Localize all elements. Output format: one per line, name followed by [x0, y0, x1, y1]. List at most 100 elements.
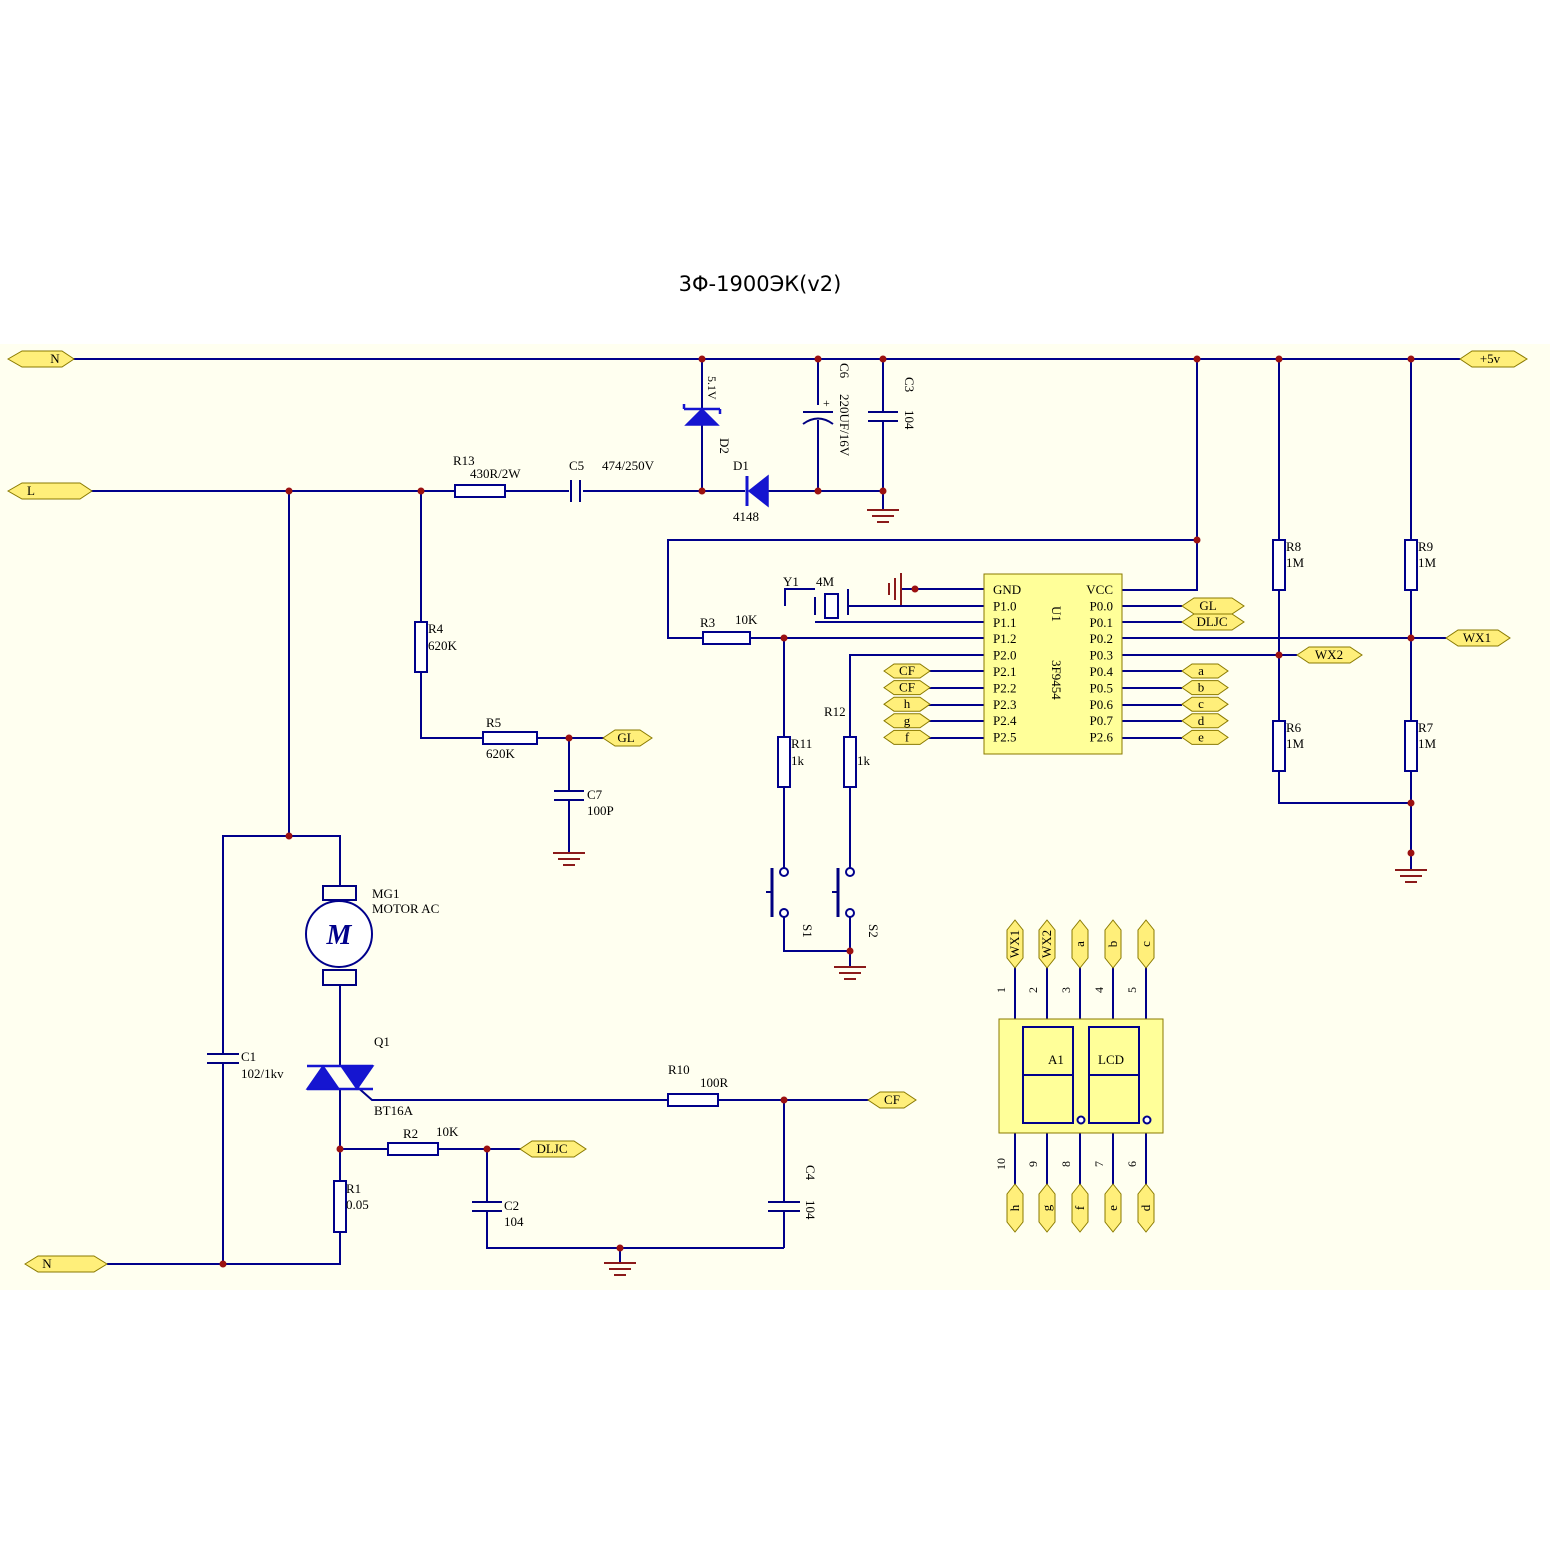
capacitor-c2: C2 104 [472, 1198, 524, 1229]
port-n-top: N [6, 350, 75, 368]
r11-ref: R11 [791, 736, 812, 751]
s1-ref: S1 [800, 924, 815, 938]
lcd-pin-number: 7 [1092, 1161, 1106, 1167]
r6-value: 1M [1286, 736, 1305, 751]
r2-ref: R2 [403, 1126, 418, 1141]
lcd-pin-number: 3 [1059, 987, 1073, 993]
port-n-bottom: N [24, 1255, 108, 1273]
r9-value: 1M [1418, 555, 1437, 570]
u1-pin-label: P0.6 [1090, 697, 1114, 712]
port-lcd-top: a [1071, 919, 1089, 969]
port-dljc-r2: DLJC [519, 1140, 587, 1158]
c6-ref: C6 [837, 363, 852, 379]
resistor-r9: R9 1M [1404, 539, 1437, 591]
u1-pin-label: P2.1 [993, 664, 1016, 679]
r7-ref: R7 [1418, 720, 1434, 735]
port-n-bottom-label: N [42, 1256, 52, 1271]
port-u1-left: CF [883, 663, 931, 679]
junction-dots [219, 355, 1415, 1268]
resistor-r5: R5 620K [482, 715, 538, 761]
c6-polarity: + [823, 396, 830, 410]
mg1-ref: MG1 [372, 886, 399, 901]
ground-icon [1395, 869, 1427, 883]
port-cf-r10-label: CF [884, 1092, 900, 1107]
q1-ref: Q1 [374, 1034, 390, 1049]
port-u1-left-label: CF [899, 680, 915, 695]
port-u1-right-label: e [1198, 729, 1204, 744]
u1-pin-label: P0.4 [1090, 664, 1114, 679]
port-n-top-label: N [50, 351, 60, 366]
port-u1-right: c [1181, 696, 1229, 712]
port-u1-left: h [883, 696, 931, 712]
port-lcd-top-label: b [1105, 941, 1120, 948]
port-l-label: L [27, 483, 35, 498]
resistor-r13: R13 430R/2W [453, 453, 521, 498]
d1-value: 4148 [733, 509, 759, 524]
capacitor-c4: C4 104 [768, 1165, 818, 1220]
port-wx1-label: WX1 [1463, 630, 1491, 645]
port-u1-left-label: CF [899, 663, 915, 678]
u1-pin-label: P0.0 [1090, 598, 1113, 613]
u1-pin-label: P2.0 [993, 648, 1016, 663]
port-lcd-top: WX1 [1006, 919, 1024, 969]
r11-value: 1k [791, 753, 805, 768]
r7-value: 1M [1418, 736, 1437, 751]
port-u1-left: g [883, 713, 931, 729]
triac-q1: Q1 BT16A [305, 1034, 414, 1118]
r10-ref: R10 [668, 1062, 690, 1077]
resistor-r6: R6 1M [1272, 720, 1305, 772]
c3-ref: C3 [902, 377, 917, 392]
lcd-pin-number: 2 [1026, 987, 1040, 993]
resistor-r12: R12 1k [824, 704, 871, 788]
c7-value: 100P [587, 803, 614, 818]
ground-icon [553, 852, 585, 866]
r9-ref: R9 [1418, 539, 1433, 554]
ground-icon [604, 1262, 636, 1276]
port-u1-left-label: h [904, 696, 911, 711]
u1-pin-label: P0.5 [1090, 680, 1113, 695]
port-gl-u1: GL [1181, 597, 1245, 615]
port-cf-r10: CF [867, 1091, 917, 1109]
capacitor-c7: C7 100P [554, 787, 614, 818]
c5-ref: C5 [569, 458, 584, 473]
port-lcd-bottom-label: h [1007, 1204, 1022, 1211]
lcd-pin-number: 5 [1125, 987, 1139, 993]
c7-ref: C7 [587, 787, 603, 802]
resistor-r7: R7 1M [1404, 720, 1437, 772]
port-wx1: WX1 [1445, 629, 1511, 647]
port-u1-left-label: g [904, 713, 911, 728]
r3-value: 10K [735, 612, 758, 627]
u1-pin-label: P2.5 [993, 730, 1016, 745]
r4-ref: R4 [428, 621, 444, 636]
port-lcd-top-label: WX1 [1007, 930, 1022, 958]
r12-ref: R12 [824, 704, 846, 719]
r10-value: 100R [700, 1075, 729, 1090]
r13-value: 430R/2W [470, 466, 521, 481]
lcd-pin-number: 6 [1125, 1161, 1139, 1167]
lcd-pin-number: 1 [994, 987, 1008, 993]
d2-ref: D2 [717, 438, 732, 454]
u1-pin-label: P0.3 [1090, 648, 1113, 663]
port-lcd-top: b [1104, 919, 1122, 969]
port-vcc-label: +5v [1480, 351, 1501, 366]
d1-ref: D1 [733, 458, 749, 473]
port-lcd-bottom-label: g [1039, 1204, 1054, 1211]
resistor-r11: R11 1k [777, 736, 812, 788]
port-u1-right: e [1181, 729, 1229, 745]
port-wx2: WX2 [1296, 646, 1363, 664]
port-lcd-top: c [1137, 919, 1155, 969]
lcd-label: LCD [1098, 1052, 1124, 1067]
resistor-r8: R8 1M [1272, 539, 1305, 591]
u1-pin-label: P2.4 [993, 713, 1017, 728]
port-lcd-top-label: c [1138, 941, 1153, 947]
port-gl-u1-label: GL [1199, 598, 1216, 613]
sheet-background [0, 344, 1550, 1290]
r6-ref: R6 [1286, 720, 1302, 735]
